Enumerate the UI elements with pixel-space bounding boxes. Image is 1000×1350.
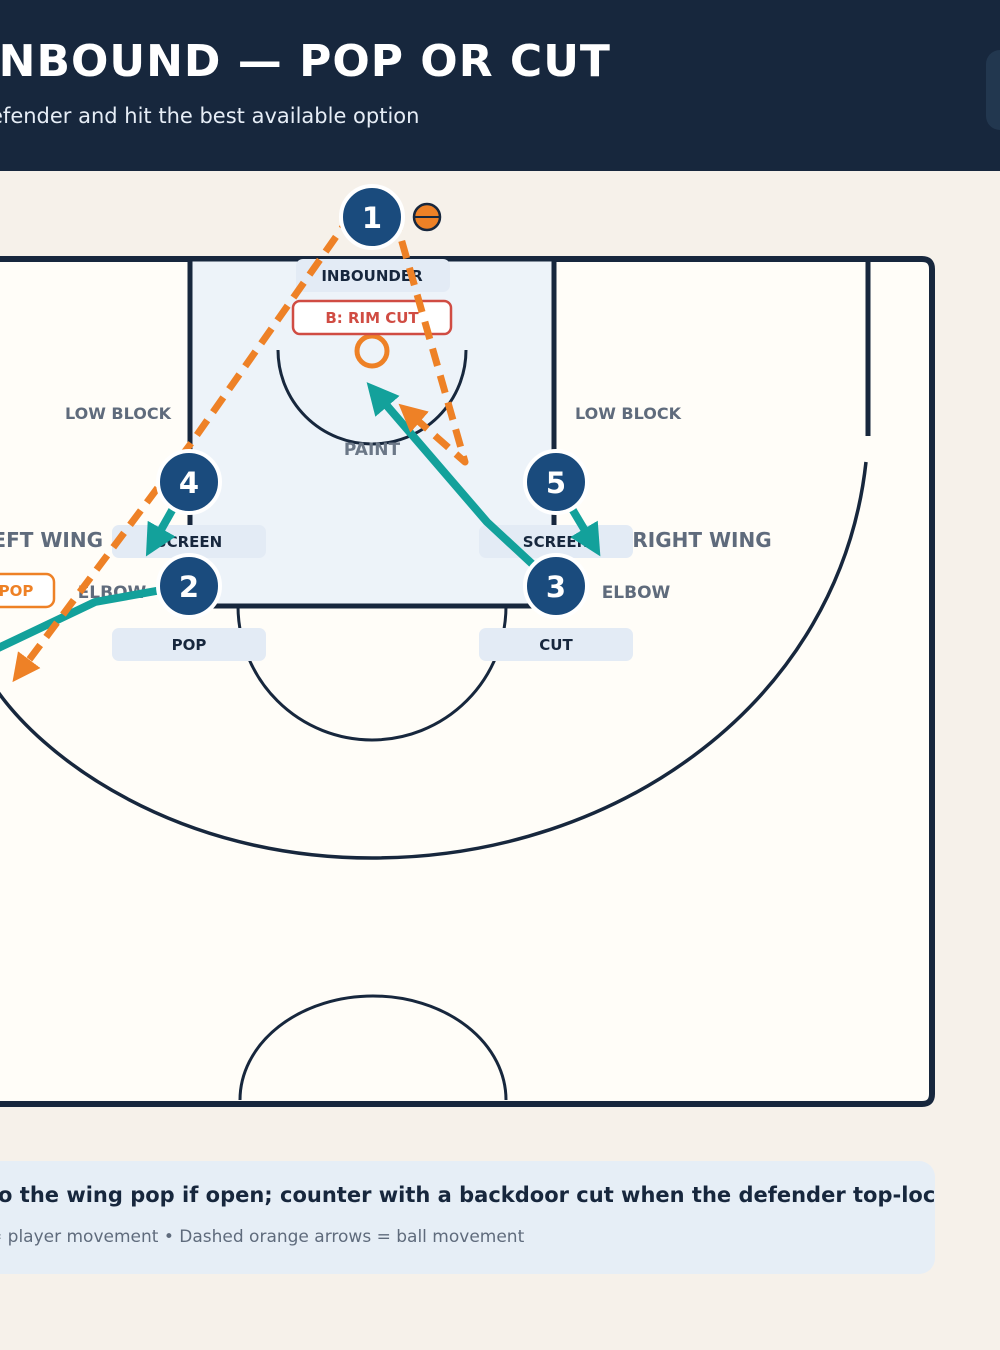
player-2: 2 — [156, 553, 222, 619]
restricted-arc — [276, 349, 468, 446]
player-4: 4 — [156, 449, 222, 515]
zone-elbow-right: ELBOW — [602, 583, 671, 603]
footer-note: to the wing pop if open; counter with a … — [0, 1161, 935, 1274]
player-1: 1 — [339, 184, 405, 250]
option-tag-rim-cut: B: RIM CUT — [291, 299, 453, 336]
page-title: X INBOUND — POP OR CUT — [0, 36, 611, 87]
svg-text:2: 2 — [179, 570, 199, 604]
zone-paint: PAINT — [344, 440, 401, 460]
page-subtitle: efender and hit the best available optio… — [0, 104, 420, 128]
center-circle — [238, 994, 508, 1101]
free-throw-arc — [236, 605, 508, 742]
player-move-2-pop — [0, 582, 185, 652]
svg-text:SCREEN: SCREEN — [156, 533, 222, 551]
svg-text:1: 1 — [362, 201, 382, 235]
zone-left-wing: EFT WING — [0, 528, 103, 552]
svg-text:4: 4 — [179, 466, 199, 500]
zone-low-block-left: LOW BLOCK — [65, 404, 172, 423]
ball-pass-pop — [12, 211, 355, 683]
option-tag-pop: POP — [0, 572, 56, 609]
svg-text:CUT: CUT — [539, 636, 573, 654]
svg-text:SCREEN: SCREEN — [523, 533, 589, 551]
svg-text:3: 3 — [546, 570, 566, 604]
three-point-arc — [0, 461, 868, 860]
footer-main-text: to the wing pop if open; counter with a … — [0, 1183, 935, 1207]
hoop — [354, 333, 390, 369]
role-tag-pop: POP — [112, 628, 266, 661]
player-3: 3 — [523, 553, 589, 619]
svg-text:POP: POP — [0, 582, 33, 600]
footer-legend: = player movement • Dashed orange arrows… — [0, 1227, 525, 1247]
svg-text:5: 5 — [546, 466, 566, 500]
ball-pass-rim-cut — [390, 213, 469, 466]
svg-text:INBOUNDER: INBOUNDER — [321, 267, 423, 285]
header: X INBOUND — POP OR CUT efender and hit t… — [0, 0, 1000, 171]
role-tag-cut: CUT — [479, 628, 633, 661]
svg-text:B: RIM CUT: B: RIM CUT — [325, 309, 419, 327]
zone-right-wing: RIGHT WING — [632, 528, 771, 552]
svg-text:POP: POP — [172, 636, 207, 654]
player-5: 5 — [523, 449, 589, 515]
zone-low-block-right: LOW BLOCK — [575, 404, 682, 423]
header-badge — [986, 50, 1000, 130]
basketball-icon — [412, 202, 442, 232]
